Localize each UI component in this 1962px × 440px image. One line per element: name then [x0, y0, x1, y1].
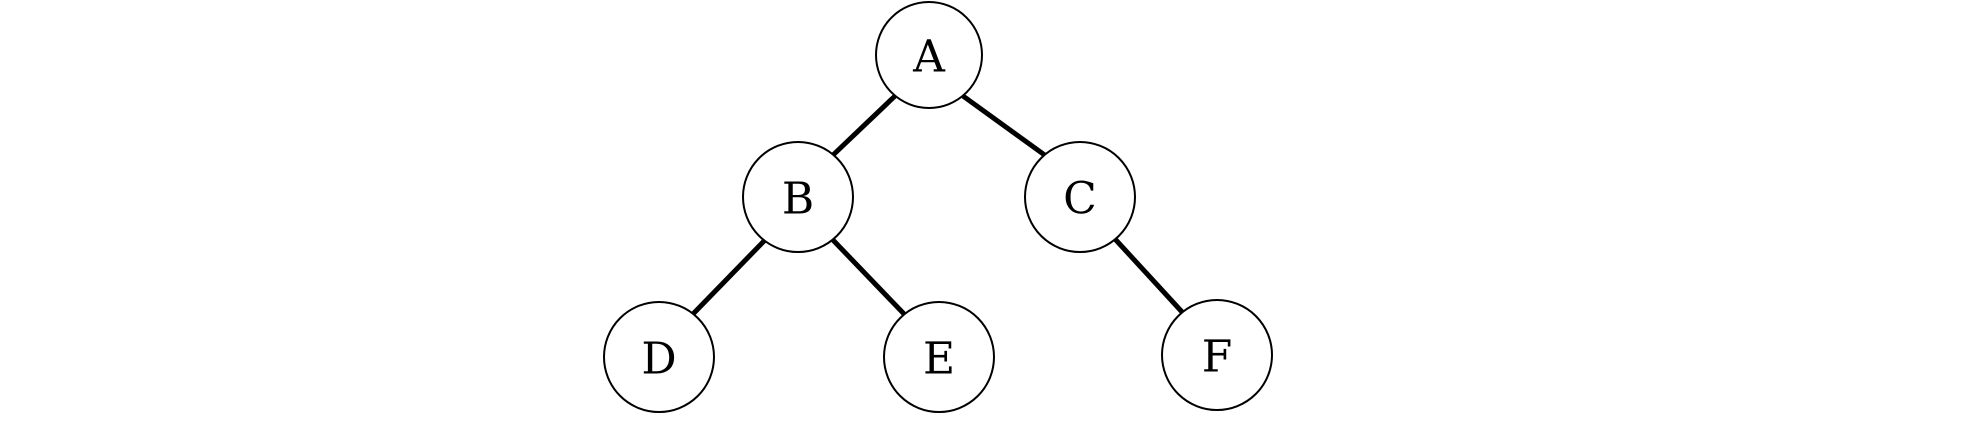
node-label-b: B: [782, 174, 814, 225]
node-label-f: F: [1202, 332, 1233, 383]
node-label-c: C: [1063, 174, 1097, 225]
edge-c-f: [1113, 237, 1185, 315]
node-circle-e[interactable]: [883, 301, 995, 413]
node-group: A B C D E F: [603, 1, 1273, 413]
node-label-a: A: [912, 32, 946, 83]
node-label-d: D: [641, 334, 676, 385]
edge-group: [691, 93, 1185, 318]
node-circle-d[interactable]: [603, 301, 715, 413]
node-circle-a[interactable]: [875, 1, 983, 109]
node-label-e: E: [923, 334, 955, 385]
tree-node-d[interactable]: D: [603, 301, 715, 413]
node-circle-f[interactable]: [1161, 299, 1273, 411]
edge-a-c: [961, 93, 1048, 159]
tree-node-c[interactable]: C: [1024, 141, 1136, 253]
node-circle-c[interactable]: [1024, 141, 1136, 253]
node-circle-b[interactable]: [742, 141, 854, 253]
edge-b-d: [691, 238, 767, 316]
edge-b-e: [830, 237, 908, 318]
tree-node-f[interactable]: F: [1161, 299, 1273, 411]
tree-node-a[interactable]: A: [875, 1, 983, 109]
tree-node-b[interactable]: B: [742, 141, 854, 253]
tree-node-e[interactable]: E: [883, 301, 995, 413]
edge-a-b: [830, 94, 897, 158]
